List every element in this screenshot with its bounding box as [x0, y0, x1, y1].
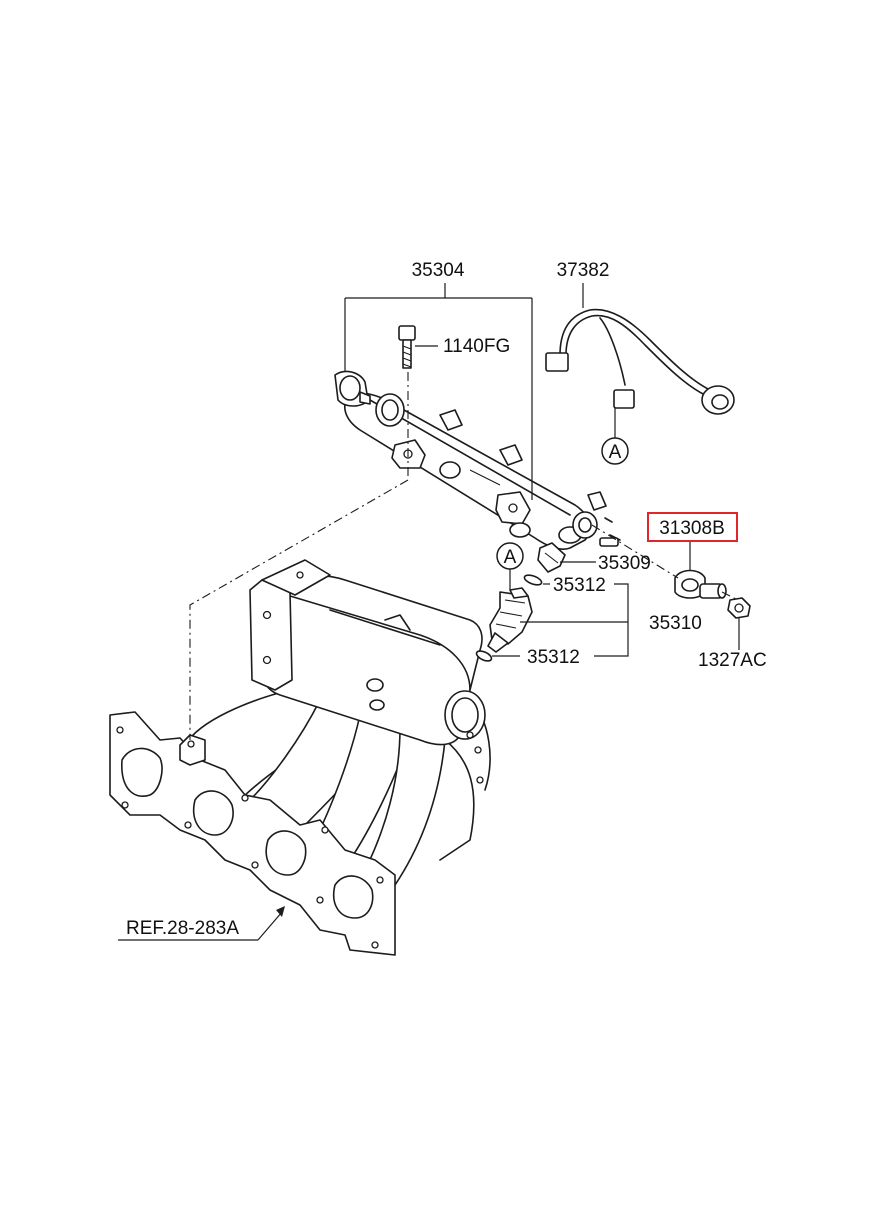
label-bolt[interactable]: 1140FG	[443, 336, 510, 357]
bolt	[398, 325, 416, 369]
label-nut[interactable]: 1327AC	[698, 650, 767, 671]
label-reference[interactable]: REF.28-283A	[126, 918, 239, 939]
injector	[487, 587, 533, 653]
callout-a-harness: A	[601, 437, 629, 465]
assembly-lines	[189, 372, 739, 740]
label-injector-clip[interactable]: 35309	[598, 553, 651, 574]
callout-a-injector: A	[496, 542, 524, 570]
label-fuel-rail[interactable]: 35304	[412, 260, 465, 281]
highlight-box	[647, 512, 738, 542]
wiring-harness	[545, 308, 735, 415]
o-rings	[475, 574, 543, 662]
label-o-ring-upper[interactable]: 35312	[553, 575, 606, 596]
label-highlighted-part[interactable]: 31308B	[659, 518, 725, 539]
fuel-rail	[334, 370, 607, 550]
callout-a-harness-letter: A	[609, 442, 622, 463]
label-wiring-harness[interactable]: 37382	[557, 260, 610, 281]
pressure-regulator	[599, 517, 727, 599]
intake-manifold	[109, 559, 491, 956]
injector-clip	[537, 542, 566, 573]
part-labels: 35304 1140FG 37382 31308B 35309 35312 35…	[126, 260, 767, 939]
nut	[727, 597, 751, 619]
leader-lines	[118, 283, 740, 941]
callout-a-injector-letter: A	[504, 547, 517, 568]
label-injector[interactable]: 35310	[649, 613, 702, 634]
label-o-ring-lower[interactable]: 35312	[527, 647, 580, 668]
